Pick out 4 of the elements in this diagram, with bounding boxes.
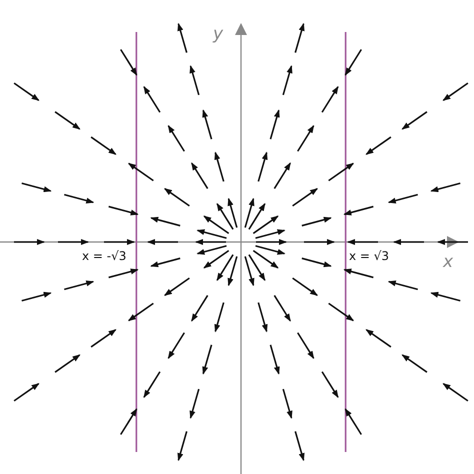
line-label: x = -√3 (82, 250, 126, 262)
axis-label: y (213, 26, 224, 43)
line-label: x = √3 (349, 250, 390, 262)
axis-label: x (443, 254, 454, 271)
